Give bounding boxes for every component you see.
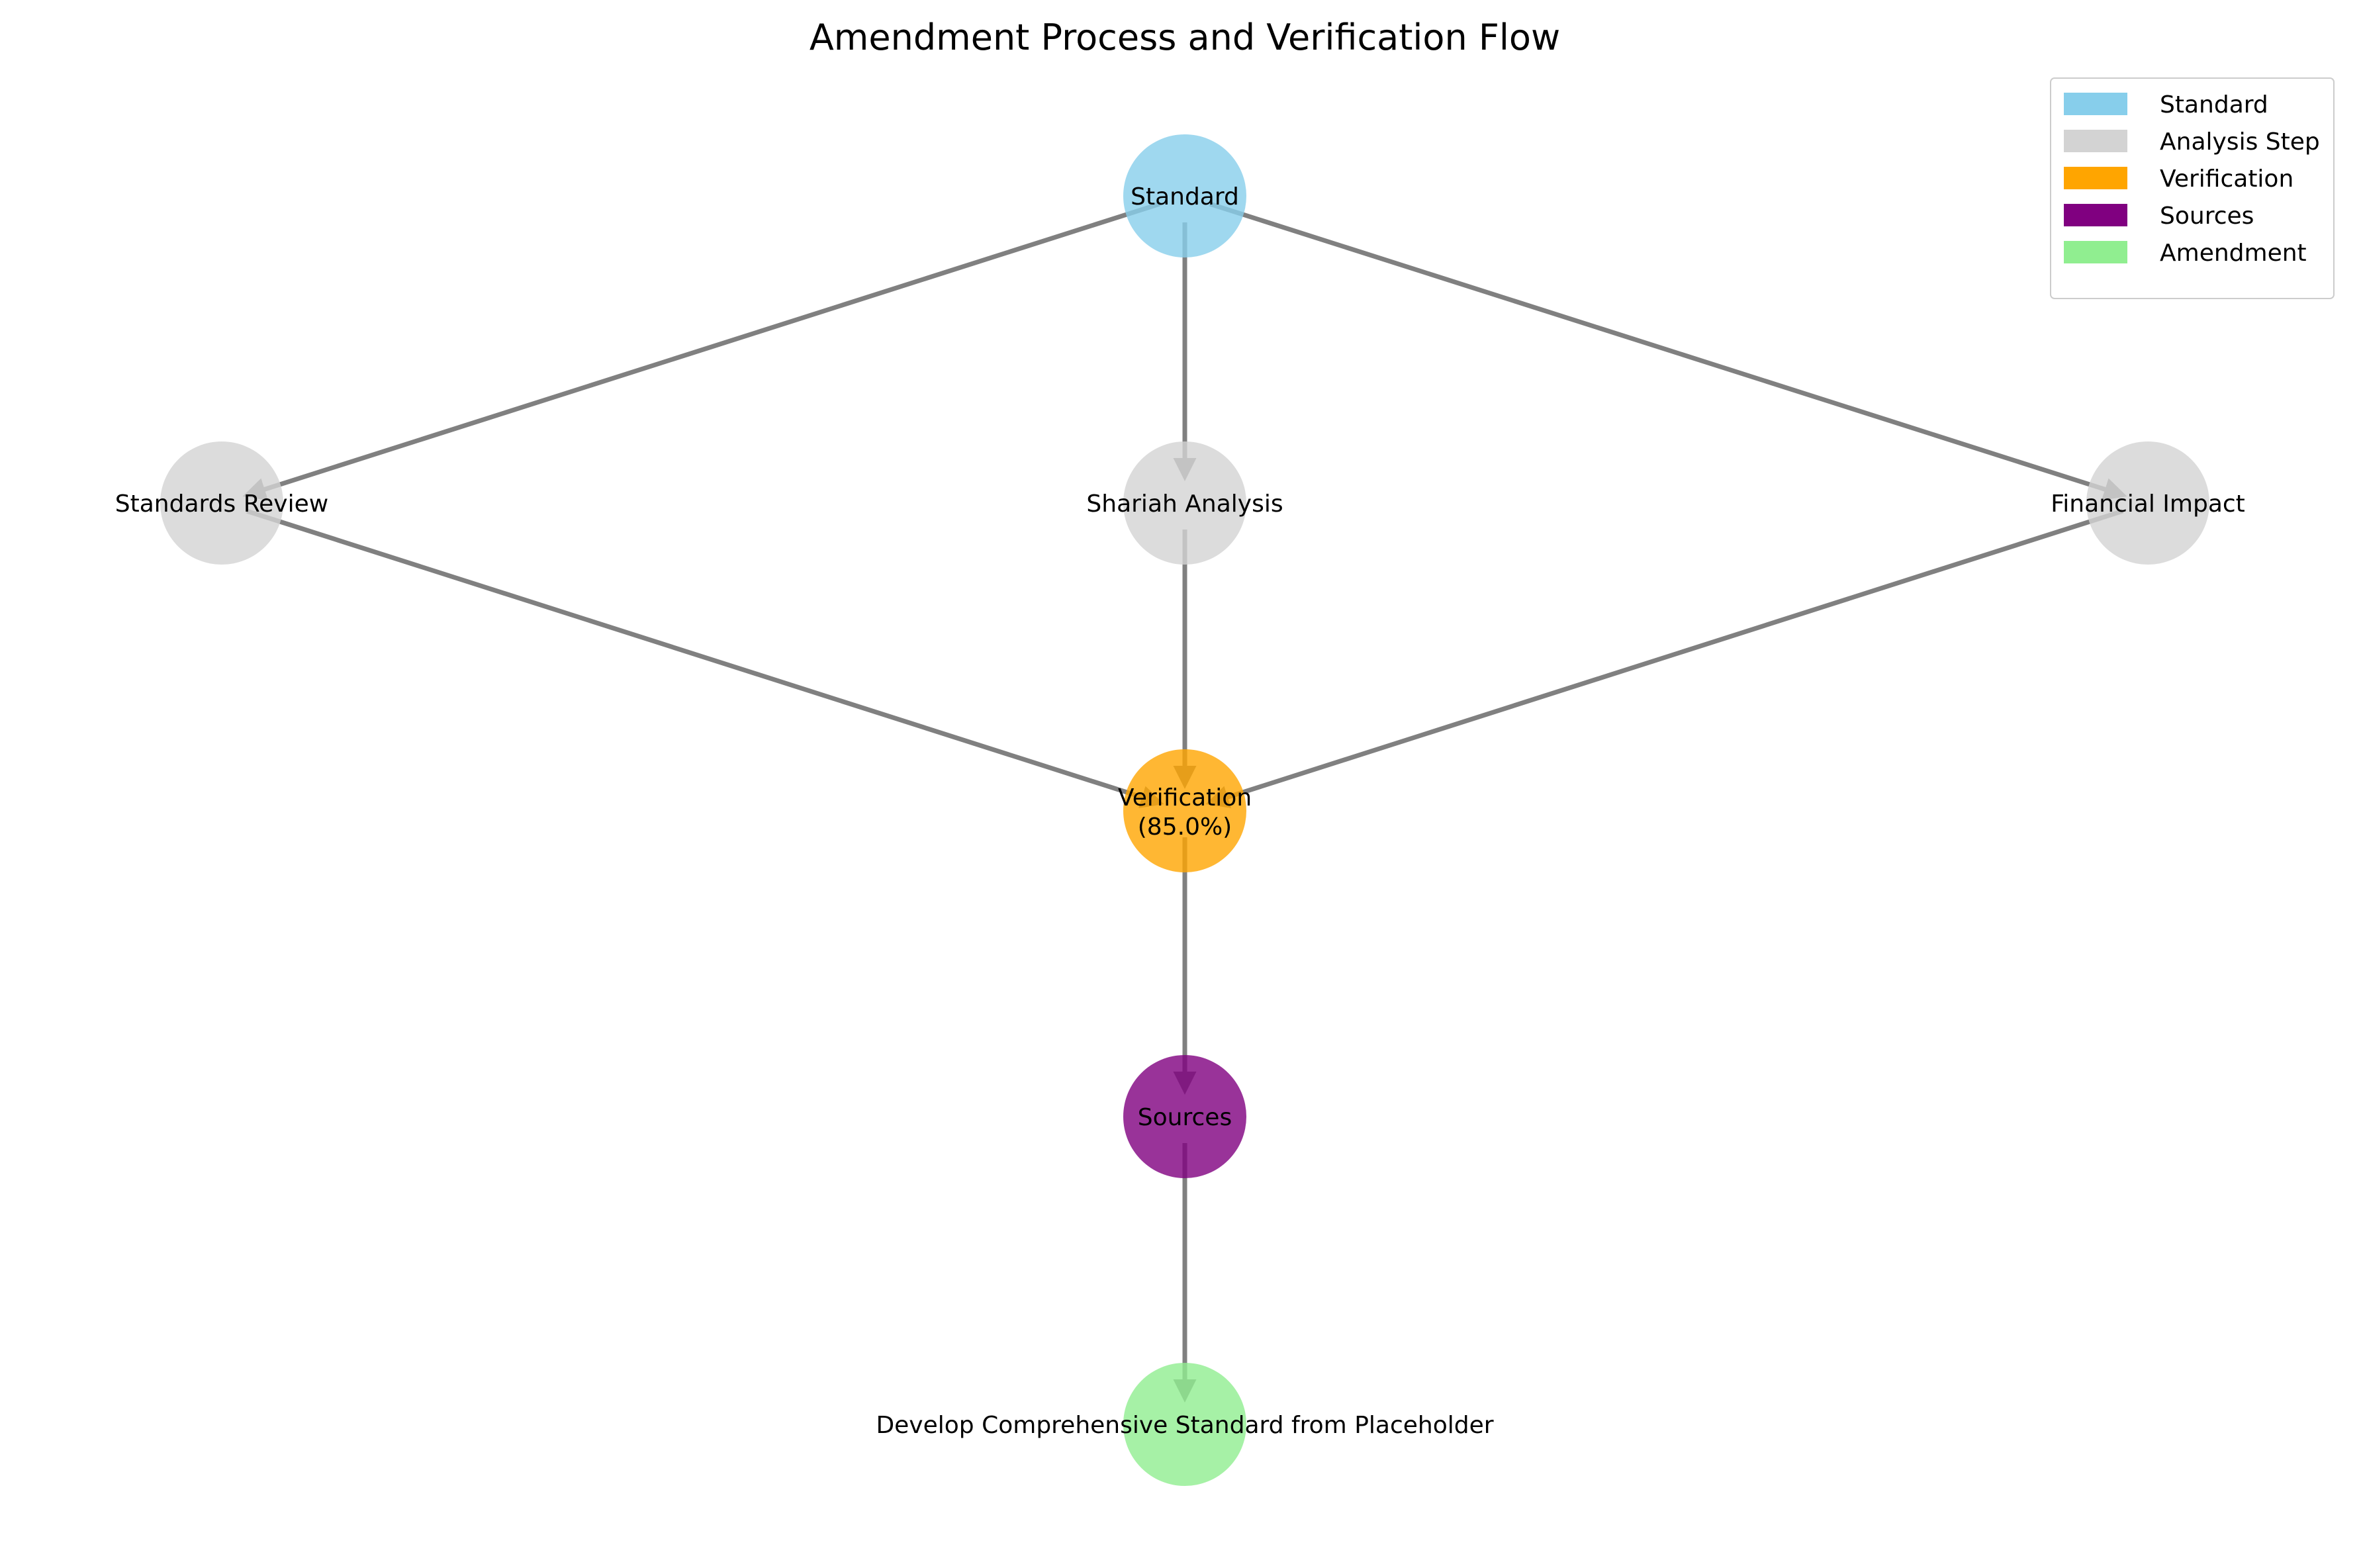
node-shariah-analysis [1123,441,1246,565]
node-label-verification: Verification(85.0%) [1118,784,1252,841]
nodes-layer [160,134,2209,1486]
diagram-title: Amendment Process and Verification Flow [810,17,1560,58]
legend-swatch-analysis-step [2064,130,2127,152]
legend-label-analysis-step: Analysis Step [2160,128,2320,156]
edge-financial-impact-to-verification [1205,508,2123,808]
legend-label-standard: Standard [2160,91,2268,118]
node-sublabel: (85.0%) [1138,813,1232,841]
node-label-shariah-analysis: Shariah Analysis [1086,490,1283,518]
legend-swatch-sources [2064,204,2127,226]
node-standard [1123,134,1246,257]
node-label-standards-review: Standards Review [115,490,328,518]
legend-swatch-standard [2064,93,2127,115]
node-amendment [1123,1363,1246,1486]
legend-label-sources: Sources [2160,203,2254,230]
legend-swatch-verification [2064,167,2127,189]
edges-layer [242,201,2127,1403]
node-standards-review [160,441,283,565]
legend-label-amendment: Amendment [2160,240,2307,267]
legend-swatch-amendment [2064,241,2127,263]
node-sources [1123,1055,1246,1178]
node-label-line: Verification [1118,784,1252,811]
node-label-sources: Sources [1138,1104,1232,1131]
edge-standard-to-financial-impact [1209,201,2127,501]
node-label-amendment: Develop Comprehensive Standard from Plac… [876,1412,1493,1439]
legend-label-verification: Verification [2160,165,2294,193]
edge-standards-review-to-verification [246,508,1164,808]
edge-standard-to-standards-review [242,201,1160,501]
node-label-standard: Standard [1131,183,1239,210]
node-label-financial-impact: Financial Impact [2051,490,2245,518]
node-financial-impact [2086,441,2209,565]
node-verification [1123,749,1246,872]
